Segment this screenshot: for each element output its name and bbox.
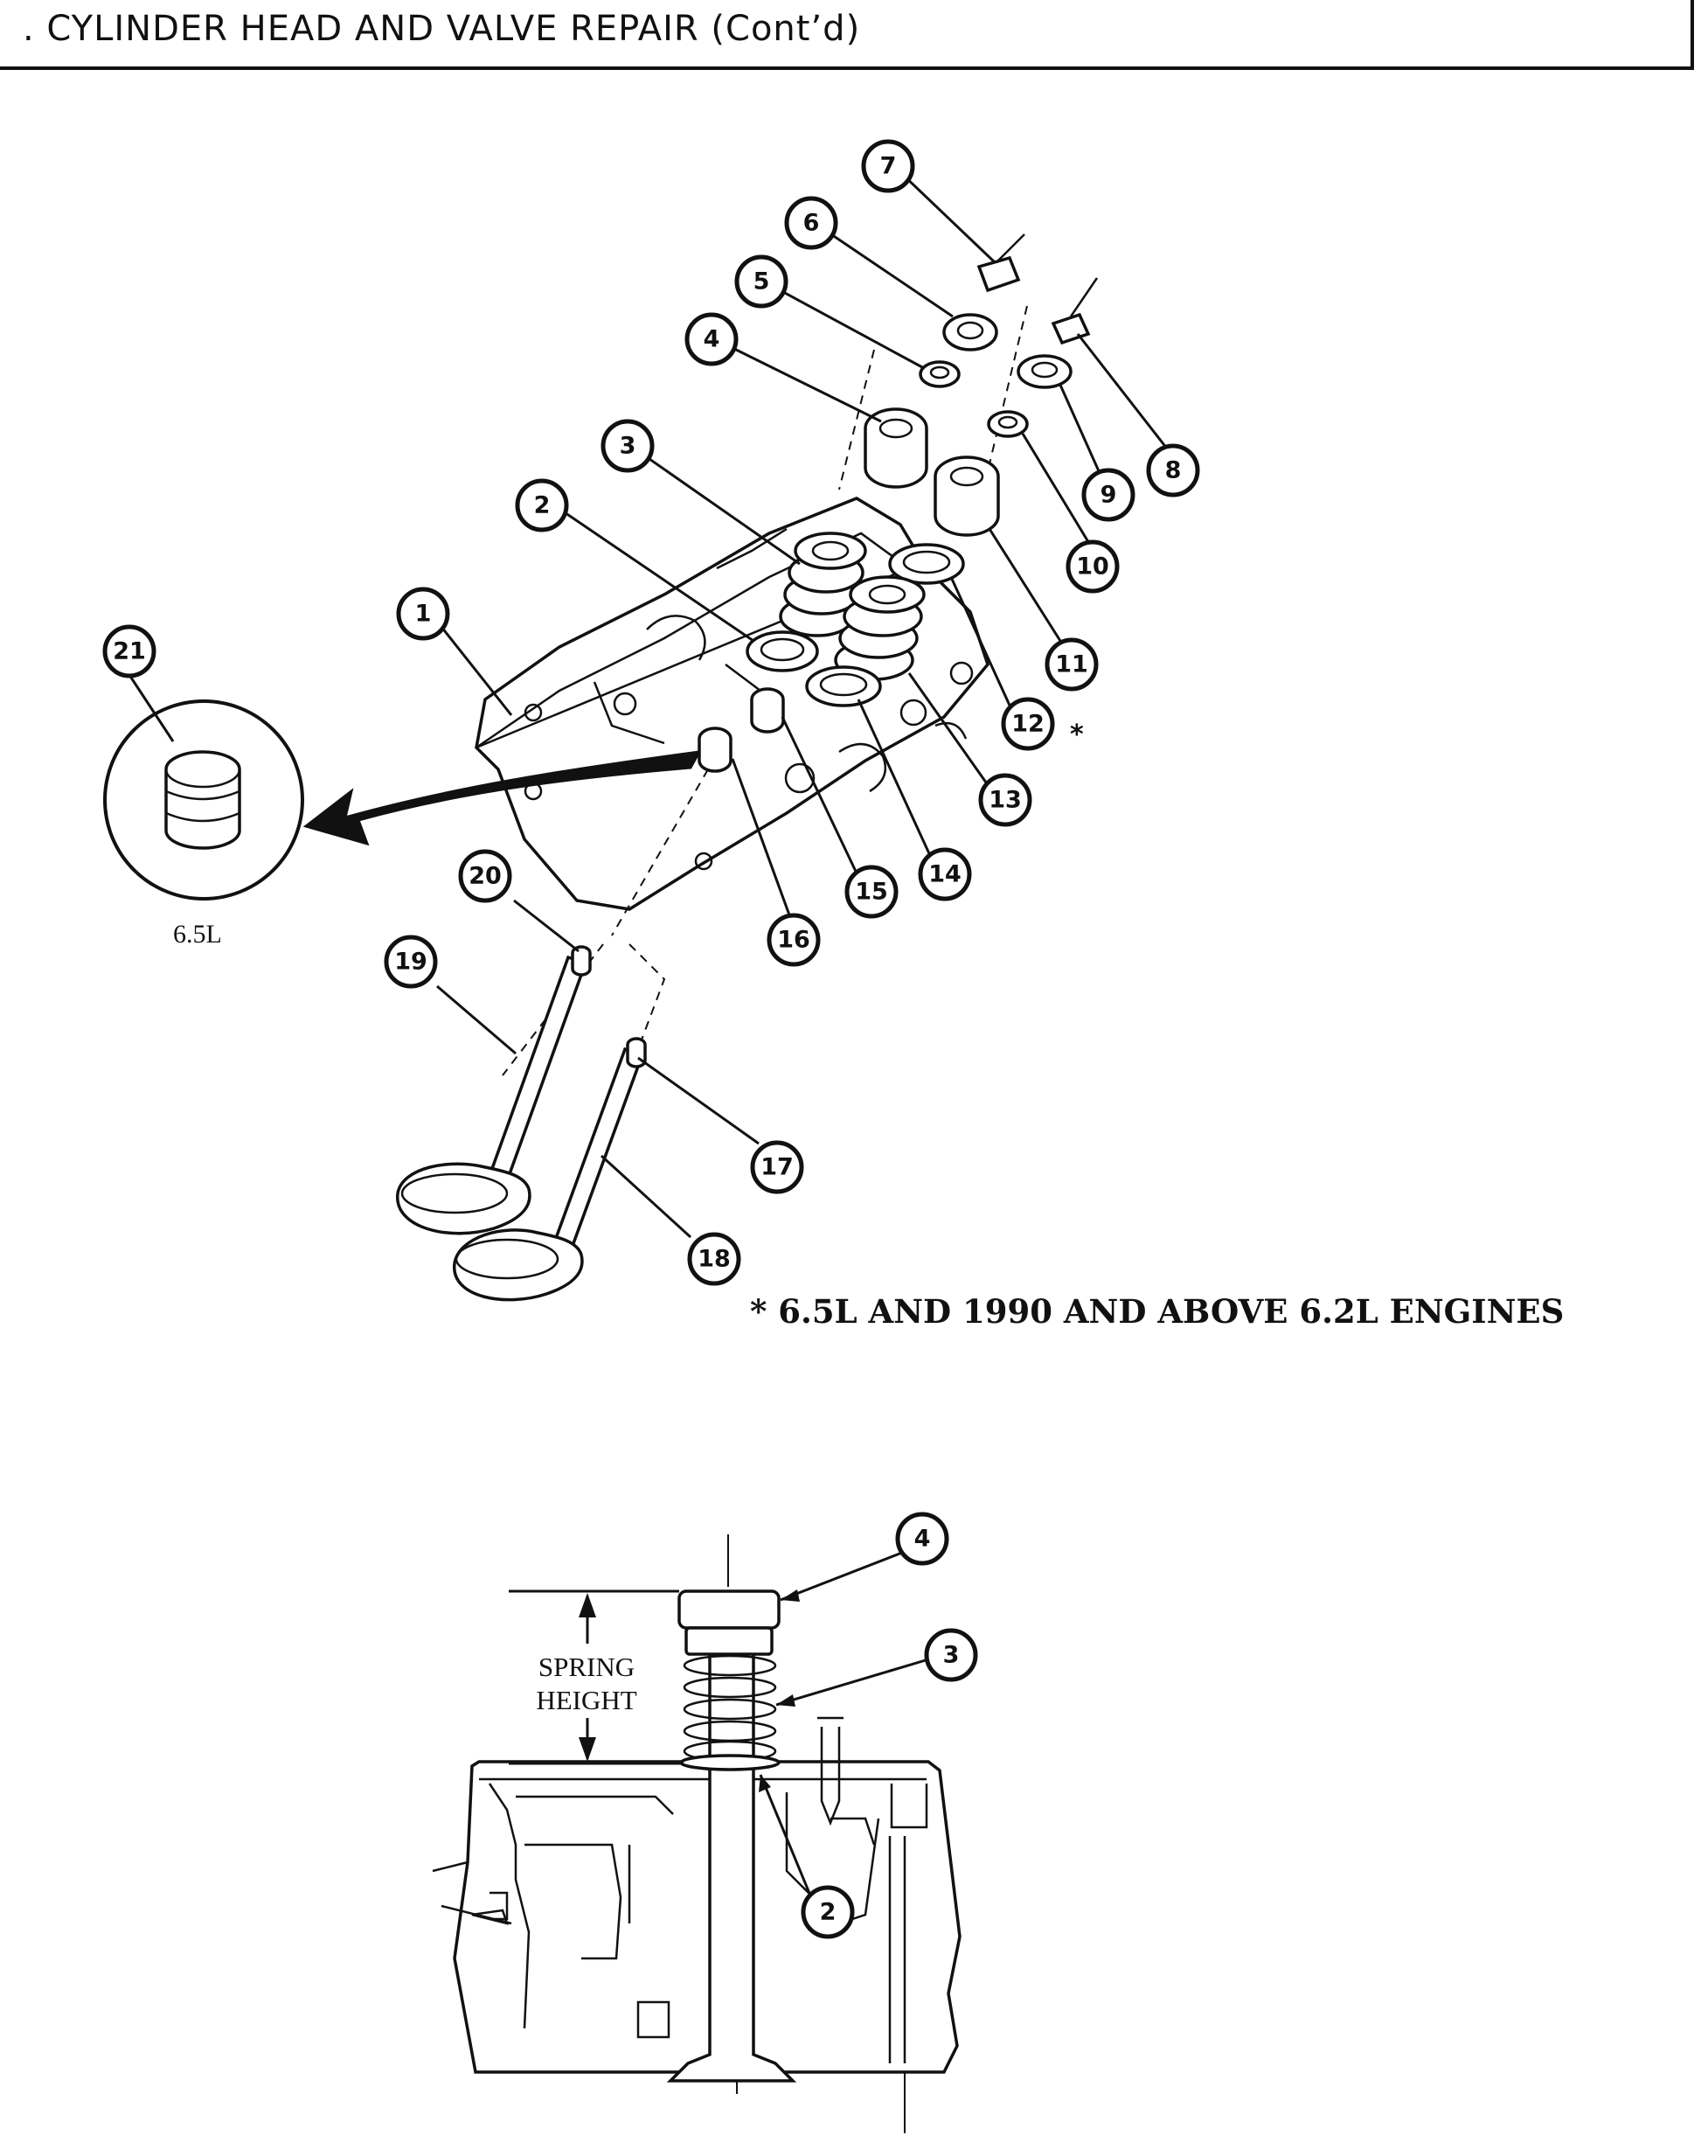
page-title: . CYLINDER HEAD AND VALVE REPAIR (Cont’d… [23, 9, 861, 49]
callout-8: 8 [1146, 443, 1200, 497]
callout-leaders [128, 171, 1175, 1239]
inset-label: 6.5L [173, 920, 222, 949]
spring-height-detail [432, 1534, 962, 2133]
callout-7: 7 [861, 139, 915, 193]
callout-14: 14 [918, 847, 972, 901]
engine-note: * 6.5L AND 1990 AND ABOVE 6.2L ENGINES [750, 1292, 1565, 1331]
asterisk-mark: * [1070, 720, 1084, 750]
svg-text:3: 3 [943, 1642, 960, 1669]
svg-text:10: 10 [1076, 553, 1109, 581]
svg-text:3: 3 [620, 433, 636, 460]
spring-height-label: SPRING HEIGHT [512, 1651, 661, 1717]
svg-text:21: 21 [113, 638, 146, 665]
detail-callout-2: 2 [801, 1885, 855, 1939]
callout-21: 21 [102, 624, 156, 678]
callout-15: 15 [844, 865, 899, 919]
callout-9: 9 [1081, 468, 1135, 522]
svg-text:13: 13 [989, 787, 1022, 814]
svg-text:9: 9 [1100, 482, 1117, 509]
svg-text:1: 1 [415, 601, 432, 628]
svg-text:11: 11 [1055, 651, 1088, 678]
svg-text:17: 17 [760, 1154, 794, 1181]
callout-12: 12 [1001, 697, 1055, 751]
callout-10: 10 [1066, 539, 1120, 594]
valves [396, 945, 647, 1302]
svg-text:5: 5 [753, 268, 770, 296]
svg-text:6: 6 [803, 210, 820, 237]
left-valve-stack [698, 233, 1025, 773]
detail-callout-4: 4 [895, 1512, 949, 1566]
detail-callout-3: 3 [924, 1628, 978, 1682]
svg-text:4: 4 [704, 326, 720, 353]
svg-text:2: 2 [534, 492, 551, 519]
svg-text:2: 2 [820, 1899, 837, 1926]
svg-text:4: 4 [914, 1526, 931, 1553]
svg-text:19: 19 [394, 949, 427, 976]
callout-20: 20 [458, 849, 512, 903]
svg-text:20: 20 [469, 863, 502, 890]
callout-2: 2 [515, 478, 569, 532]
callout-18: 18 [687, 1232, 741, 1286]
callout-16: 16 [767, 913, 821, 967]
inset-6-5l [103, 699, 304, 901]
svg-text:8: 8 [1165, 457, 1182, 484]
callout-6: 6 [784, 196, 838, 250]
callout-13: 13 [978, 773, 1032, 827]
svg-text:14: 14 [928, 861, 962, 888]
svg-text:12: 12 [1011, 711, 1045, 738]
svg-text:18: 18 [698, 1246, 731, 1273]
right-valve-stack [805, 277, 1099, 707]
callout-1: 1 [396, 587, 450, 641]
spring-label-line1: SPRING [538, 1652, 635, 1682]
svg-text:7: 7 [880, 153, 897, 180]
callout-19: 19 [384, 935, 438, 989]
svg-text:15: 15 [855, 879, 888, 906]
arrow-to-inset [302, 750, 702, 846]
spring-label-line2: HEIGHT [536, 1685, 637, 1715]
callout-11: 11 [1045, 637, 1099, 692]
callout-3: 3 [601, 419, 655, 473]
svg-text:16: 16 [777, 927, 810, 954]
callout-5: 5 [734, 254, 788, 309]
callout-4: 4 [684, 312, 739, 366]
callout-17: 17 [750, 1140, 804, 1194]
page-header: . CYLINDER HEAD AND VALVE REPAIR (Cont’d… [0, 0, 1694, 70]
